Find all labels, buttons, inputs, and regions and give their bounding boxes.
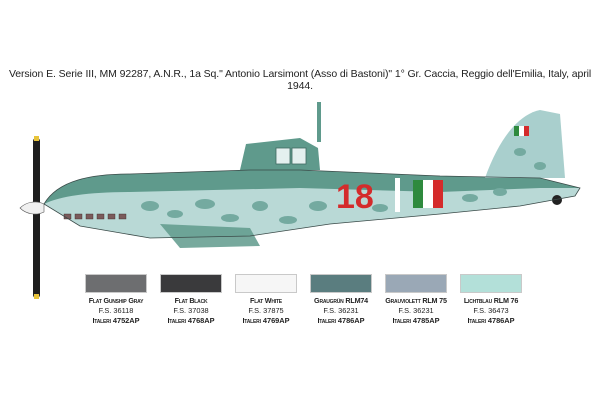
- swatch-fs: F.S. 36118: [98, 306, 134, 315]
- swatch-flat-gunship-gray: Flat Gunship Gray F.S. 36118 Italeri 475…: [85, 274, 147, 325]
- swatch-name: Graugrün RLM74: [314, 296, 368, 305]
- swatch-code: Italeri 4752AP: [92, 316, 139, 325]
- swatch-fs: F.S. 36231: [398, 306, 434, 315]
- propeller-tip-bottom: [34, 294, 39, 299]
- profile-caption: Version E. Serie III, MM 92287, A.N.R., …: [8, 68, 592, 92]
- swatch-code: Italeri 4785AP: [392, 316, 439, 325]
- canopy-window-1: [275, 147, 291, 165]
- swatch-code-number: 4752AP: [112, 316, 140, 325]
- swatch-lichtblau-rlm76: Lichtblau RLM 76 F.S. 36473 Italeri 4786…: [460, 274, 522, 325]
- swatch-code-number: 4786AP: [337, 316, 365, 325]
- fuselage-flag-red: [433, 180, 443, 208]
- swatch-brand: Italeri: [242, 316, 261, 325]
- swatch-chip: [310, 274, 372, 293]
- tail-wheel: [552, 195, 562, 205]
- swatch-brand: Italeri: [317, 316, 336, 325]
- swatch-fs: F.S. 37875: [248, 306, 284, 315]
- swatch-code-number: 4769AP: [262, 316, 290, 325]
- swatch-chip: [460, 274, 522, 293]
- fuselage-upper: [44, 170, 580, 204]
- swatch-graugrun-rlm74: Graugrün RLM74 F.S. 36231 Italeri 4786AP: [310, 274, 372, 325]
- swatch-code-number: 4785AP: [412, 316, 440, 325]
- swatch-chip: [85, 274, 147, 293]
- swatch-brand: Italeri: [167, 316, 186, 325]
- swatch-code: Italeri 4768AP: [167, 316, 214, 325]
- swatch-flat-black: Flat Black F.S. 37038 Italeri 4768AP: [160, 274, 222, 325]
- swatch-brand: Italeri: [392, 316, 411, 325]
- tail-fin: [485, 110, 565, 178]
- fuselage-outline: [43, 169, 581, 239]
- fuselage-code: 18: [336, 178, 374, 216]
- fuselage-flag-white: [423, 180, 433, 208]
- swatch-name: Flat White: [250, 296, 282, 305]
- swatch-grauviolett-rlm75: Grauviolett RLM 75 F.S. 36231 Italeri 47…: [385, 274, 447, 325]
- swatch-code: Italeri 4786AP: [317, 316, 364, 325]
- spinner: [19, 201, 45, 215]
- wing-root: [160, 224, 260, 248]
- swatch-name: Grauviolett RLM 75: [385, 296, 447, 305]
- propeller-blade-bottom: [33, 208, 40, 298]
- swatch-name: Flat Gunship Gray: [88, 296, 144, 305]
- canopy-window-2: [291, 147, 307, 165]
- swatch-fs: F.S. 36473: [473, 306, 509, 315]
- propeller-tip-top: [34, 136, 39, 141]
- camouflage-mottles: [141, 148, 546, 224]
- aircraft-profile: 18: [19, 102, 581, 299]
- fin-flag-white: [519, 126, 524, 136]
- swatch-brand: Italeri: [467, 316, 486, 325]
- swatch-code: Italeri 4769AP: [242, 316, 289, 325]
- swatch-code-number: 4768AP: [187, 316, 215, 325]
- propeller-blade-top: [33, 138, 40, 208]
- swatch-chip: [385, 274, 447, 293]
- swatch-flat-white: Flat White F.S. 37875 Italeri 4769AP: [235, 274, 297, 325]
- fuselage-white-band: [395, 178, 400, 212]
- swatch-fs: F.S. 37038: [173, 306, 209, 315]
- color-swatch-list: Flat Gunship Gray F.S. 36118 Italeri 475…: [85, 274, 522, 325]
- fin-flag-green: [514, 126, 519, 136]
- swatch-brand: Italeri: [92, 316, 111, 325]
- swatch-chip: [160, 274, 222, 293]
- swatch-chip: [235, 274, 297, 293]
- swatch-name: Flat Black: [174, 296, 208, 305]
- fin-flag-red: [524, 126, 529, 136]
- swatch-code: Italeri 4786AP: [467, 316, 514, 325]
- swatch-name: Lichtblau RLM 76: [463, 296, 519, 305]
- antenna-mast: [317, 102, 321, 142]
- swatch-code-number: 4786AP: [487, 316, 515, 325]
- fuselage-flag-green: [413, 180, 423, 208]
- swatch-fs: F.S. 36231: [323, 306, 359, 315]
- fuselage-lower: [44, 181, 580, 238]
